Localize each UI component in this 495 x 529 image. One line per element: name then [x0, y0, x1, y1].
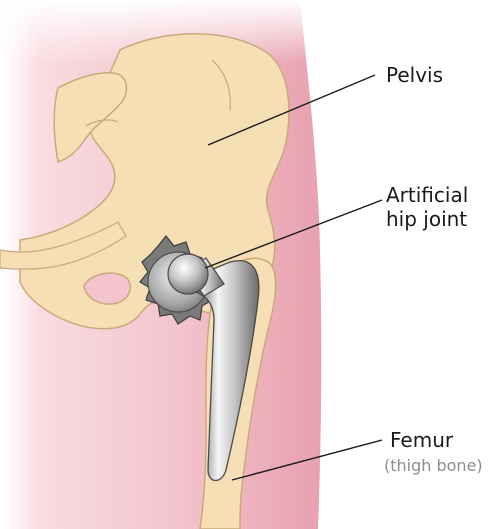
- femoral-head-ball: [168, 254, 208, 294]
- pelvis-label: Pelvis: [386, 63, 443, 87]
- femur-sublabel: (thigh bone): [384, 456, 483, 476]
- artificial-hip-joint-label-line1: Artificial: [386, 183, 468, 207]
- artificial-hip-joint-label-line2: hip joint: [386, 207, 467, 231]
- femur-label: Femur: [390, 428, 453, 452]
